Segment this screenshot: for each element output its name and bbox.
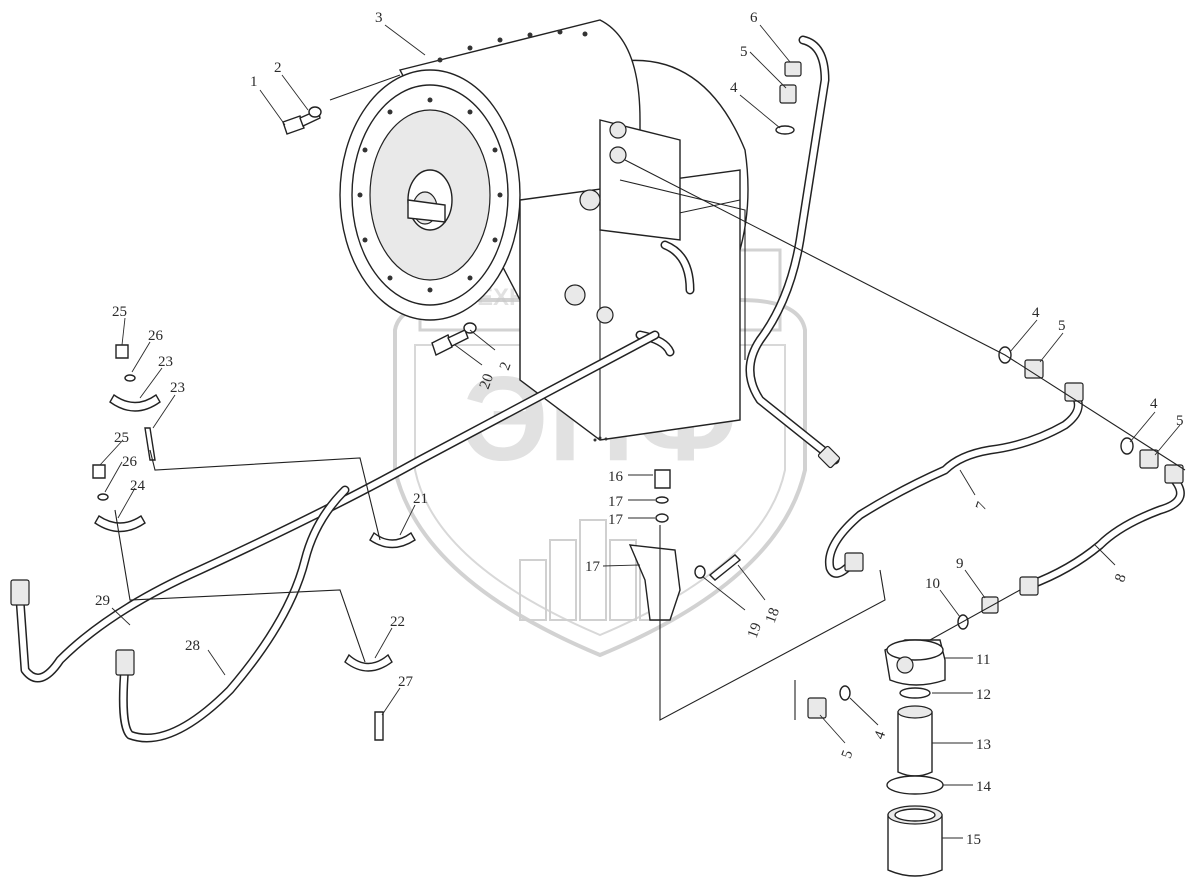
callout-5d: 5 bbox=[839, 748, 857, 761]
callout-5a: 5 bbox=[740, 44, 748, 60]
callout-7: 7 bbox=[973, 499, 991, 512]
callout-25b: 24 bbox=[130, 478, 146, 494]
callout-27: 27 bbox=[398, 674, 414, 690]
callout-16: 16 bbox=[608, 469, 624, 485]
callout-29: 29 bbox=[95, 593, 110, 609]
callout-19: 17 bbox=[585, 559, 601, 575]
callout-10: 10 bbox=[925, 576, 940, 592]
callout-21: 19 bbox=[745, 621, 765, 641]
transmission-assembly bbox=[339, 19, 749, 442]
filter-assembly bbox=[884, 639, 946, 877]
callout-3: 3 bbox=[375, 10, 383, 26]
callout-4c: 4 bbox=[1150, 396, 1158, 412]
callout-28: 28 bbox=[185, 638, 200, 654]
housing-bolts bbox=[437, 29, 588, 63]
callout-23a: 21 bbox=[413, 491, 428, 507]
callout-2a: 2 bbox=[274, 60, 282, 76]
callout-14: 14 bbox=[976, 779, 992, 795]
callout-5b: 5 bbox=[1058, 318, 1066, 334]
flywheel-bolt-circle bbox=[357, 97, 503, 293]
callout-22: 20 bbox=[477, 372, 497, 392]
callout-12: 12 bbox=[976, 687, 991, 703]
callout-20: 18 bbox=[763, 606, 783, 626]
callout-17a: 17 bbox=[608, 494, 624, 510]
callout-5c: 5 bbox=[1176, 413, 1184, 429]
callouts: 1 2 2 3 4 4 4 4 5 5 5 5 6 7 8 9 10 11 bbox=[95, 10, 1184, 848]
callout-4d: 4 bbox=[872, 728, 890, 741]
callout-25a: 23 bbox=[158, 354, 173, 370]
callout-26a: 25 bbox=[112, 304, 127, 320]
callout-17c: 26 bbox=[122, 454, 138, 470]
hoses bbox=[10, 35, 1185, 743]
assembly-lines bbox=[114, 74, 1186, 721]
callout-17b: 26 bbox=[148, 328, 164, 344]
callout-15: 15 bbox=[966, 832, 981, 848]
callout-26b: 25 bbox=[114, 430, 129, 446]
callout-8: 8 bbox=[1112, 572, 1130, 585]
small-screws bbox=[593, 436, 608, 442]
callout-23b: 22 bbox=[390, 614, 405, 630]
callout-4b: 4 bbox=[1032, 305, 1040, 321]
callout-24: 23 bbox=[170, 380, 185, 396]
callout-11: 11 bbox=[976, 652, 990, 668]
callout-4a: 4 bbox=[730, 80, 738, 96]
callout-1: 1 bbox=[250, 74, 258, 90]
callout-13: 13 bbox=[976, 737, 991, 753]
callout-18: 17 bbox=[608, 512, 624, 528]
callout-6: 6 bbox=[750, 10, 758, 26]
callout-9: 9 bbox=[956, 556, 964, 572]
